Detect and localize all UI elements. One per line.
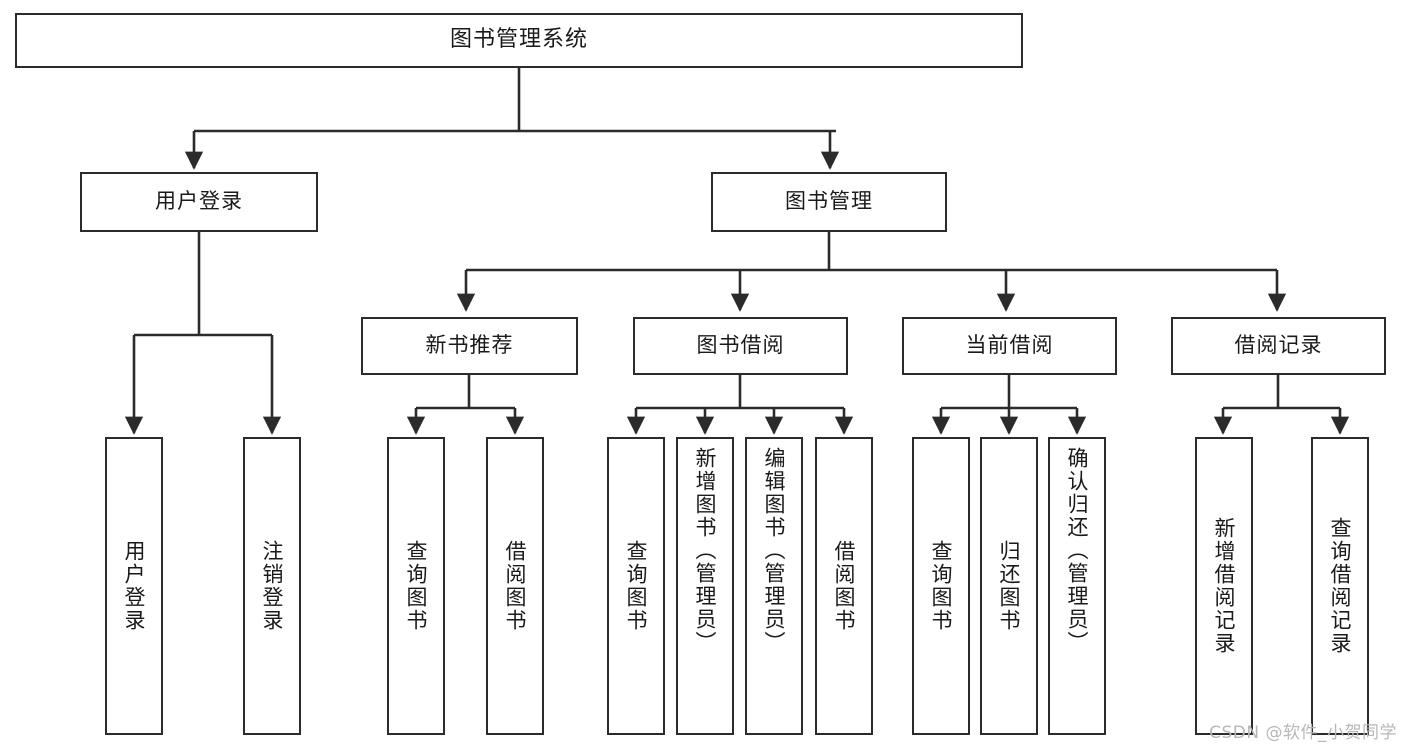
node-book-borrow[interactable]: 图书借阅 bbox=[633, 317, 848, 375]
leaf-current-return-book[interactable]: 归还图书 bbox=[980, 437, 1038, 735]
leaf-borrow-edit-book-admin[interactable]: 编辑图书（管理员） bbox=[745, 437, 803, 735]
node-label: 图书管理 bbox=[785, 189, 873, 214]
node-label: 图书借阅 bbox=[696, 333, 785, 358]
leaf-label: 编辑图书（管理员） bbox=[762, 447, 787, 654]
leaf-label: 新增借阅记录 bbox=[1212, 517, 1237, 655]
leaf-user-login-signout[interactable]: 注销登录 bbox=[243, 437, 301, 735]
leaf-borrow-borrow-book[interactable]: 借阅图书 bbox=[815, 437, 873, 735]
node-new-book-recommend[interactable]: 新书推荐 bbox=[361, 317, 578, 375]
leaf-label: 用户登录 bbox=[122, 540, 147, 632]
leaf-borrow-query-book[interactable]: 查询图书 bbox=[607, 437, 665, 735]
node-label: 借阅记录 bbox=[1234, 333, 1323, 358]
leaf-label: 借阅图书 bbox=[832, 540, 857, 632]
leaf-recommend-borrow-book[interactable]: 借阅图书 bbox=[486, 437, 544, 735]
node-borrow-record[interactable]: 借阅记录 bbox=[1171, 317, 1386, 375]
leaf-label: 查询借阅记录 bbox=[1328, 517, 1353, 655]
node-label: 图书管理系统 bbox=[449, 27, 588, 53]
watermark-text: CSDN @软件_小贺同学 bbox=[1209, 723, 1397, 743]
leaf-label: 注销登录 bbox=[260, 540, 285, 632]
node-label: 新书推荐 bbox=[425, 333, 514, 358]
leaf-user-login-signin[interactable]: 用户登录 bbox=[105, 437, 163, 735]
leaf-recommend-query-book[interactable]: 查询图书 bbox=[387, 437, 445, 735]
node-book-management[interactable]: 图书管理 bbox=[711, 172, 947, 232]
leaf-borrow-add-book-admin[interactable]: 新增图书（管理员） bbox=[676, 437, 734, 735]
leaf-label: 借阅图书 bbox=[503, 540, 528, 632]
leaf-record-query-borrow-record[interactable]: 查询借阅记录 bbox=[1311, 437, 1369, 735]
leaf-label: 归还图书 bbox=[997, 540, 1022, 632]
leaf-current-confirm-return-admin[interactable]: 确认归还（管理员） bbox=[1048, 437, 1106, 735]
leaf-label: 确认归还（管理员） bbox=[1065, 447, 1090, 654]
node-label: 用户登录 bbox=[155, 189, 243, 214]
leaf-label: 新增图书（管理员） bbox=[693, 447, 718, 654]
leaf-label: 查询图书 bbox=[929, 540, 954, 632]
leaf-current-query-book[interactable]: 查询图书 bbox=[912, 437, 970, 735]
node-label: 当前借阅 bbox=[965, 333, 1054, 358]
leaf-label: 查询图书 bbox=[624, 540, 649, 632]
node-current-borrow[interactable]: 当前借阅 bbox=[902, 317, 1117, 375]
node-root-book-management-system[interactable]: 图书管理系统 bbox=[15, 13, 1023, 68]
leaf-record-add-borrow-record[interactable]: 新增借阅记录 bbox=[1195, 437, 1253, 735]
node-user-login[interactable]: 用户登录 bbox=[80, 172, 318, 232]
leaf-label: 查询图书 bbox=[404, 540, 429, 632]
